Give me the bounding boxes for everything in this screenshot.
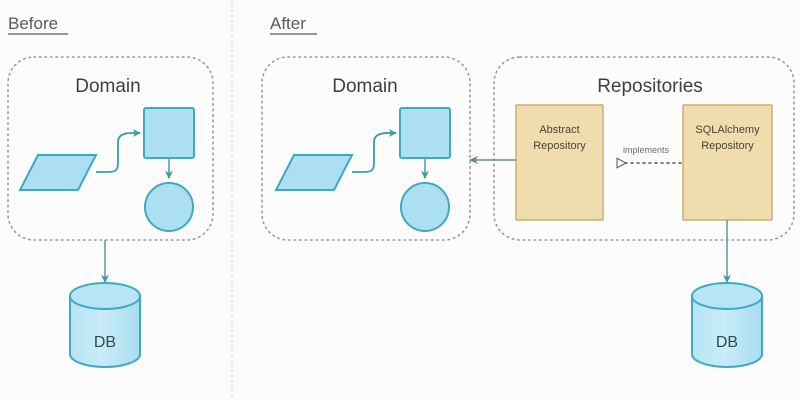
before-parallelogram-node: [18, 154, 98, 191]
after-edge-parallelogram-to-square: [352, 129, 397, 173]
before-edge-parallelogram-to-square: [96, 129, 141, 173]
repositories-title: Repositories: [597, 76, 703, 97]
sqlalchemy-repository-label-line1: SQLAlchemy: [695, 124, 760, 136]
after-domain-group: [261, 56, 471, 241]
abstract-repository-node[interactable]: [515, 104, 604, 221]
repositories-group: [493, 56, 795, 241]
before-circle-node: [144, 182, 194, 232]
after-db-cylinder: [691, 282, 763, 368]
implements-edge-label: implements: [623, 145, 670, 155]
before-square-node: [143, 107, 195, 159]
abstract-repository-label-line1: Abstract: [539, 124, 579, 136]
before-heading: Before: [8, 14, 58, 33]
sqlalchemy-repository-node[interactable]: [682, 104, 773, 221]
after-domain-title: Domain: [332, 76, 397, 97]
after-circle-node: [400, 182, 450, 232]
after-square-node: [399, 107, 451, 159]
before-domain-title: Domain: [75, 76, 140, 97]
before-domain-group: [7, 56, 214, 241]
after-heading: After: [270, 14, 306, 33]
abstract-repository-label-line2: Repository: [533, 140, 586, 152]
after-parallelogram-node: [274, 154, 354, 191]
before-db-label: DB: [94, 334, 116, 351]
before-db-cylinder: [69, 282, 141, 368]
after-db-label: DB: [716, 334, 738, 351]
sqlalchemy-repository-label-line2: Repository: [701, 140, 754, 152]
